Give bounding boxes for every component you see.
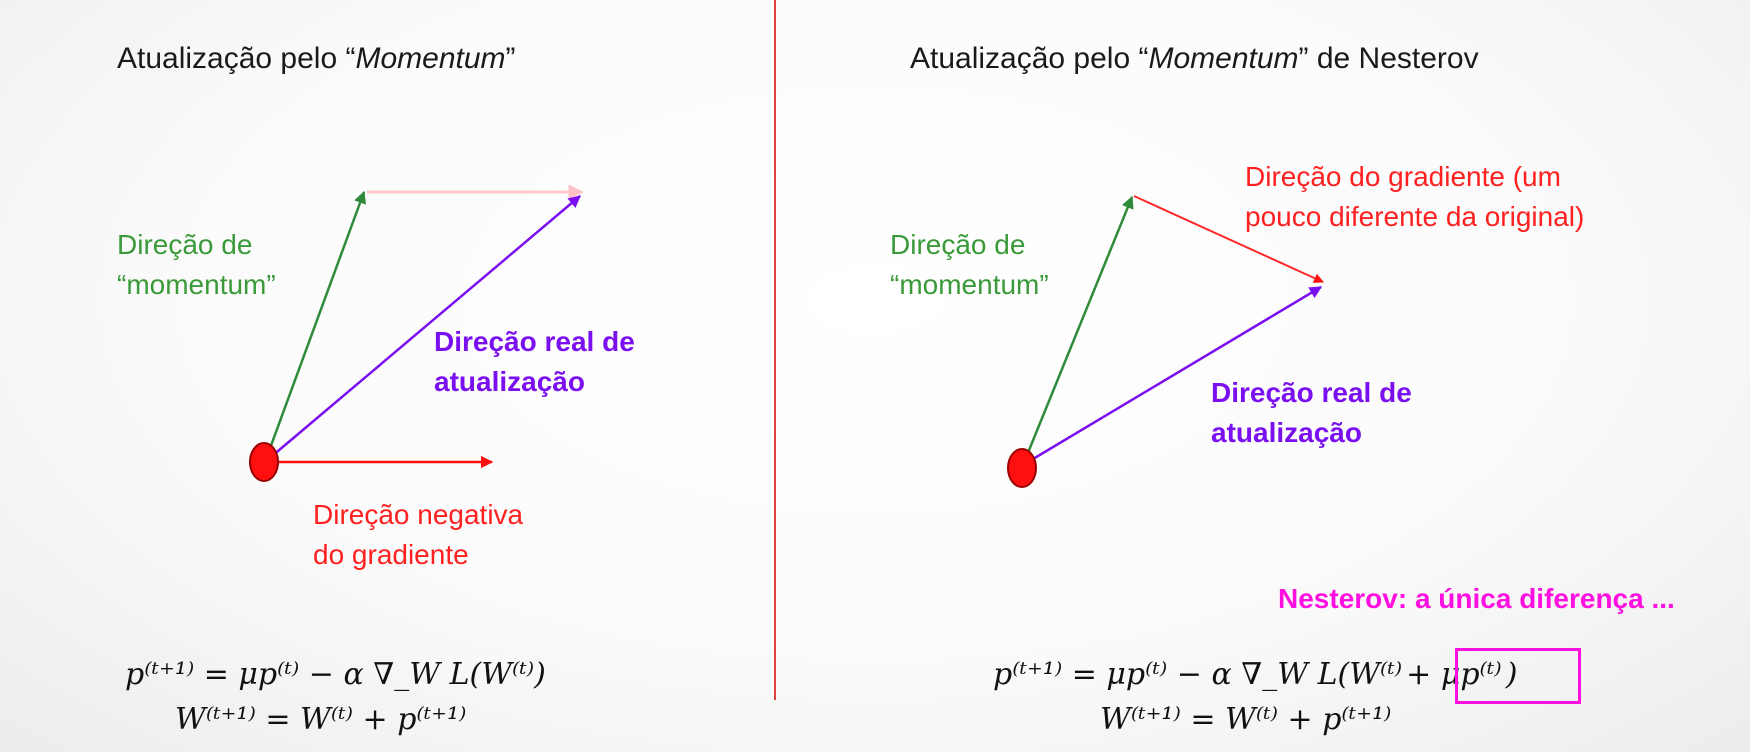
- right-real-update-arrow: [1022, 285, 1323, 467]
- panel-divider: [774, 0, 776, 700]
- right-start-point: [1007, 448, 1037, 488]
- lookahead-highlight-box: [1455, 648, 1581, 704]
- left-title: Atualização pelo “Momentum”: [117, 42, 516, 75]
- left-gradient-label: Direção negativa do gradiente: [313, 499, 524, 570]
- left-momentum-arrow: [263, 190, 366, 463]
- left-equation-weights: W⁽ᵗ⁺¹⁾ = W⁽ᵗ⁾ + p⁽ᵗ⁺¹⁾: [175, 702, 467, 737]
- right-real-update-label: Direção real de atualização: [1211, 377, 1412, 448]
- left-real-update-arrow: [264, 195, 581, 463]
- right-momentum-arrow: [1021, 195, 1134, 466]
- right-momentum-label: Direção de “momentum”: [890, 229, 1049, 300]
- right-equation-momentum: p⁽ᵗ⁺¹⁾ = μp⁽ᵗ⁾ − α ∇_W L(W⁽ᵗ⁾+ μp⁽ᵗ⁾): [993, 657, 1518, 692]
- right-gradient-arrow: [1133, 195, 1324, 283]
- right-gradient-label: Direção do gradiente (um pouco diferente…: [1245, 161, 1585, 232]
- right-equation-weights: W⁽ᵗ⁺¹⁾ = W⁽ᵗ⁾ + p⁽ᵗ⁺¹⁾: [1100, 702, 1392, 737]
- left-momentum-label: Direção de “momentum”: [117, 229, 276, 300]
- left-equation-momentum: p⁽ᵗ⁺¹⁾ = μp⁽ᵗ⁾ − α ∇_W L(W⁽ᵗ⁾): [125, 657, 546, 692]
- right-title: Atualização pelo “Momentum” de Nesterov: [910, 42, 1479, 75]
- left-real-update-label: Direção real de atualização: [434, 326, 635, 397]
- lookahead-term: + μp⁽ᵗ⁾: [1406, 657, 1502, 692]
- nesterov-note: Nesterov: a única diferença ...: [1278, 583, 1675, 614]
- left-start-point: [249, 442, 279, 482]
